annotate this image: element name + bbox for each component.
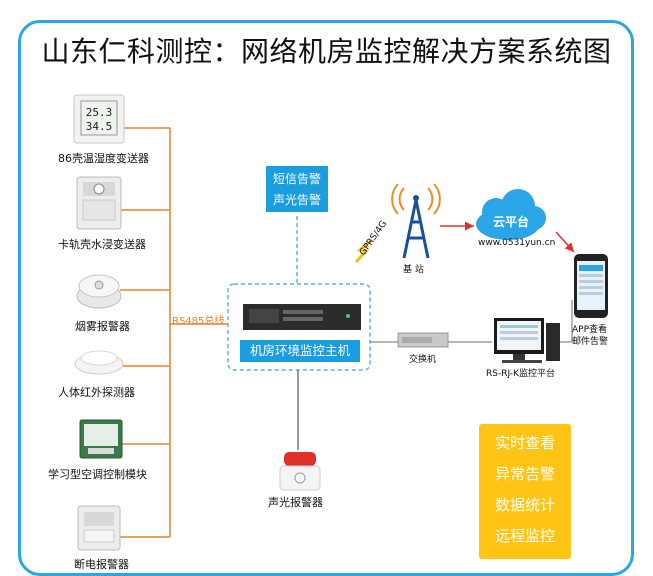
temp-humidity-sensor-icon: 25.3 34.5 [73,94,125,144]
device-label-infrared: 人体红外探测器 [58,386,135,399]
smoke-detector-icon [76,274,122,309]
sensor-display-bottom: 34.5 [86,120,113,133]
feature-data-statistics: 数据统计 [494,496,555,514]
device-label-power-alarm: 断电报警器 [74,558,129,571]
monitoring-host-icon [243,304,361,330]
sensor-display-top: 25.3 [86,106,113,119]
smartphone-icon [574,254,608,318]
platform-label: RS-RJ-K监控平台 [486,369,555,379]
host-dashed-frame [227,283,371,371]
cloud-url: www.0531yun.cn [478,238,556,248]
monitoring-pc-icon [494,318,560,363]
feature-list: 实时查看 异常告警 数据统计 远程监控 [479,424,571,559]
water-leak-sensor-icon [76,176,122,230]
device-label-smoke: 烟雾报警器 [75,320,130,333]
rs485-bus-label: RS485总线 [172,316,225,327]
sound-light-alarm-icon [279,452,321,491]
cloud-platform-icon [476,189,546,240]
base-station-label: 基 站 [403,265,424,275]
diagram-title: 山东仁科测控：网络机房监控解决方案系统图 [41,35,612,68]
base-station-tower-icon [391,183,441,259]
rs485-bus-lines [120,127,228,538]
alarm-sound-light-label: 声光告警 [272,193,321,207]
power-failure-alarm-icon [77,505,121,551]
device-label-ac-module: 学习型空调控制模块 [48,468,147,481]
infrared-detector-icon [74,350,124,375]
device-label-water-leak: 卡轨壳水浸变送器 [58,238,146,251]
alarm-sms-label: 短信告警 [272,172,321,186]
feature-remote-monitoring: 远程监控 [494,527,555,545]
ac-control-module-icon [79,419,123,459]
feature-realtime-view: 实时查看 [494,434,555,452]
bottom-alarm-label: 声光报警器 [268,496,323,509]
cloud-platform-label: 云平台 [493,215,530,229]
email-alert-label: 邮件告警 [572,337,609,347]
switch-label: 交换机 [409,355,437,365]
host-label: 机房环境监控主机 [240,340,360,362]
network-switch-icon [397,332,449,348]
cloud-to-phone-arrow [555,231,575,253]
app-view-label: APP查看 [572,325,608,335]
wireless-signal-icon [354,238,373,264]
device-label-temp-humidity: 86壳温湿度变送器 [58,152,149,165]
alarm-notify-box: 短信告警 声光告警 [266,166,328,212]
feature-anomaly-alert: 异常告警 [494,465,555,483]
